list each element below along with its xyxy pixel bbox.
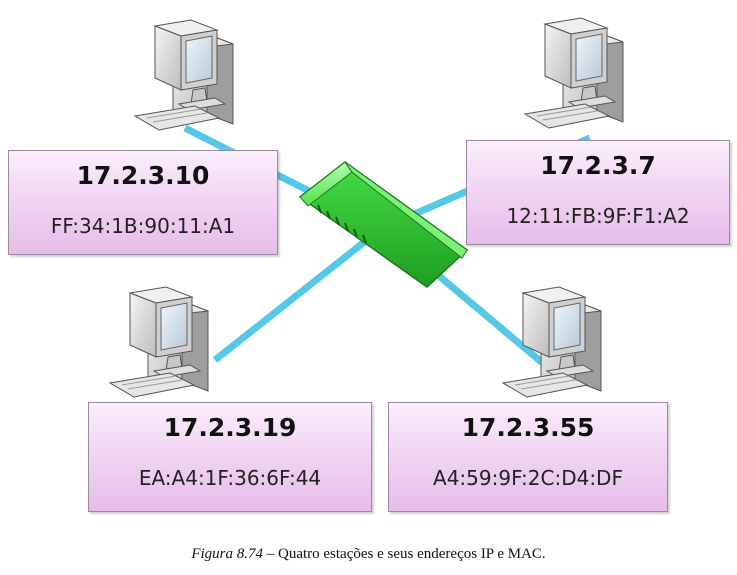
cable-bottom-left — [212, 225, 385, 363]
mac-address: FF:34:1B:90:11:A1 — [50, 214, 236, 238]
mac-address: A4:59:9F:2C:D4:DF — [433, 466, 623, 490]
computer-icon — [109, 286, 209, 398]
mac-address: EA:A4:1F:36:6F:44 — [138, 466, 322, 490]
network-switch-icon — [298, 161, 469, 288]
station-box-bottom-left: 17.2.3.19 EA:A4:1F:36:6F:44 — [88, 402, 372, 512]
network-diagram: 17.2.3.10 FF:34:1B:90:11:A1 17.2.3.7 12:… — [8, 17, 730, 512]
station-box-top-right: 17.2.3.7 12:11:FB:9F:F1:A2 — [466, 140, 730, 245]
ip-address: 17.2.3.19 — [163, 413, 297, 442]
station-box-bottom-right: 17.2.3.55 A4:59:9F:2C:D4:DF — [388, 402, 668, 512]
ip-address: 17.2.3.7 — [540, 151, 656, 180]
caption-text: – Quatro estações e seus endereços IP e … — [262, 546, 546, 562]
computer-icon — [134, 19, 234, 131]
figure-number: Figura 8.74 — [191, 546, 263, 562]
ip-address: 17.2.3.10 — [76, 161, 210, 190]
station-box-top-left: 17.2.3.10 FF:34:1B:90:11:A1 — [8, 150, 278, 255]
figure-caption: Figura 8.74 – Quatro estações e seus end… — [0, 546, 737, 563]
mac-address: 12:11:FB:9F:F1:A2 — [506, 204, 690, 228]
computer-icon — [524, 17, 624, 129]
ip-address: 17.2.3.55 — [461, 413, 595, 442]
